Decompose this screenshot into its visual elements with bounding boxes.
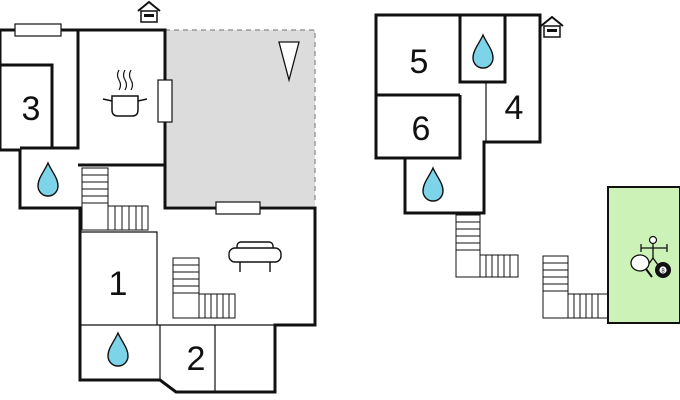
water-drop-icon — [37, 161, 59, 197]
terrace — [165, 29, 316, 206]
staircase-icon — [455, 214, 519, 278]
room-3-label: 3 — [22, 90, 41, 128]
house-entrance-icon — [137, 0, 161, 23]
game-room: 8 — [607, 186, 680, 324]
sofa-icon — [228, 241, 282, 272]
room-1-label: 1 — [109, 265, 128, 303]
table-football-icon — [640, 235, 668, 266]
cooking-pot-icon — [102, 69, 148, 117]
room-4-label: 4 — [505, 89, 524, 127]
staircase-icon — [172, 257, 236, 319]
eight-ball-label: 8 — [661, 269, 665, 275]
room-2-label: 2 — [187, 340, 206, 378]
right-building: 5 6 4 — [374, 13, 680, 324]
room-5-label: 5 — [410, 43, 429, 81]
eight-ball-icon: 8 — [655, 262, 671, 278]
staircase-icon — [81, 167, 149, 231]
window — [14, 23, 62, 37]
window — [215, 201, 261, 215]
left-building: 3 1 2 — [0, 0, 317, 394]
room-6-label: 6 — [412, 110, 431, 148]
house-entrance-icon — [540, 15, 564, 38]
triangle-marker-icon — [278, 41, 300, 83]
window — [157, 79, 173, 123]
water-drop-icon — [472, 33, 494, 69]
right-building-outline — [374, 13, 542, 215]
staircase-icon — [542, 255, 609, 319]
water-drop-icon — [422, 166, 444, 202]
ping-pong-paddle-icon — [630, 254, 653, 278]
water-drop-icon — [107, 331, 129, 367]
